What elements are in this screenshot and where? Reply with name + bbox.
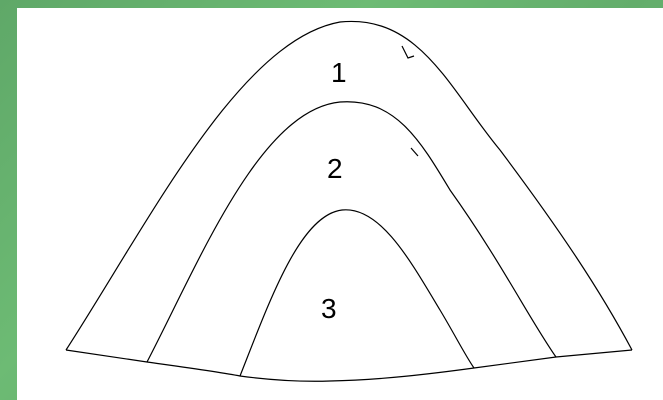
region-label-1: 1	[331, 57, 347, 88]
inner-arch	[240, 210, 474, 376]
region-label-3: 3	[321, 293, 337, 324]
region-label-2: 2	[327, 153, 343, 184]
middle-arch	[147, 102, 556, 362]
outer-arch	[66, 21, 632, 350]
outer-arch-tick	[402, 46, 414, 58]
middle-arch-tick	[411, 148, 418, 156]
